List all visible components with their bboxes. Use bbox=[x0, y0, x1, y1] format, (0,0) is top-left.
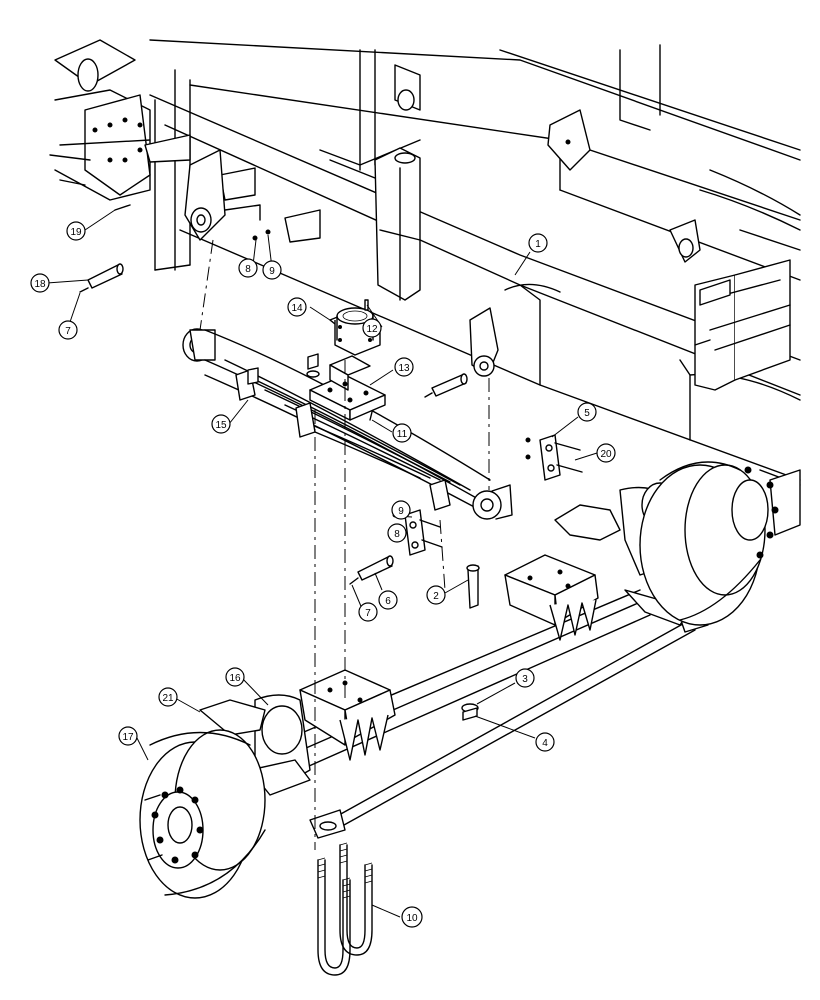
callout-17: 17 bbox=[118, 726, 138, 746]
callout-8-upper: 8 bbox=[238, 258, 258, 278]
callout-4: 4 bbox=[535, 732, 555, 752]
callout-2: 2 bbox=[426, 585, 446, 605]
callout-14: 14 bbox=[287, 297, 307, 317]
callout-13: 13 bbox=[394, 357, 414, 377]
callout-15-label: 15 bbox=[215, 420, 227, 431]
shackle-parts bbox=[79, 204, 583, 585]
callout-11: 11 bbox=[392, 423, 412, 443]
callout-19-label: 19 bbox=[70, 227, 82, 238]
callout-5-label: 5 bbox=[584, 408, 590, 419]
callout-16: 16 bbox=[225, 667, 245, 687]
trailer-frame bbox=[49, 39, 801, 536]
alignment-lines bbox=[199, 239, 490, 850]
u-bolts bbox=[317, 842, 373, 976]
callout-19: 19 bbox=[66, 221, 86, 241]
leaf-spring bbox=[182, 328, 513, 520]
callout-6-label: 6 bbox=[385, 596, 391, 607]
callout-20-label: 20 bbox=[600, 449, 612, 460]
callout-14-label: 14 bbox=[291, 303, 303, 314]
callout-5: 5 bbox=[577, 402, 597, 422]
callout-9-upper-label: 9 bbox=[269, 266, 275, 277]
callout-20: 20 bbox=[596, 443, 616, 463]
callout-8-lower: 8 bbox=[387, 523, 407, 543]
callout-8-upper-label: 8 bbox=[245, 264, 251, 275]
callout-3: 3 bbox=[515, 668, 535, 688]
callout-18: 18 bbox=[30, 273, 50, 293]
callout-21: 21 bbox=[158, 687, 178, 707]
callout-18-label: 18 bbox=[34, 279, 46, 290]
callout-1-label: 1 bbox=[535, 239, 541, 250]
callout-17-label: 17 bbox=[122, 732, 134, 743]
callout-12: 12 bbox=[362, 318, 382, 338]
callout-8-lower-label: 8 bbox=[394, 529, 400, 540]
callout-7-left: 7 bbox=[58, 320, 78, 340]
callout-1: 1 bbox=[528, 233, 548, 253]
equalizer-parts bbox=[306, 299, 468, 421]
callout-6: 6 bbox=[378, 590, 398, 610]
callout-7-center-label: 7 bbox=[365, 608, 371, 619]
callout-10: 10 bbox=[401, 906, 423, 928]
callout-12-label: 12 bbox=[366, 324, 378, 335]
callout-15: 15 bbox=[211, 414, 231, 434]
callout-9-upper: 9 bbox=[262, 260, 282, 280]
callout-4-label: 4 bbox=[542, 738, 548, 749]
callout-9-lower-label: 9 bbox=[398, 506, 404, 517]
callout-2-label: 2 bbox=[433, 591, 439, 602]
callout-7-center: 7 bbox=[358, 602, 378, 622]
callout-21-label: 21 bbox=[162, 693, 174, 704]
leader-lines bbox=[46, 209, 598, 918]
callout-11-label: 11 bbox=[397, 429, 408, 440]
callout-3-label: 3 bbox=[522, 674, 528, 685]
callout-7-left-label: 7 bbox=[65, 326, 71, 337]
callout-9-lower: 9 bbox=[391, 500, 411, 520]
callout-10-label: 10 bbox=[406, 913, 418, 924]
rear-spring-hanger bbox=[469, 307, 499, 377]
callout-13-label: 13 bbox=[398, 363, 410, 374]
callout-16-label: 16 bbox=[229, 673, 241, 684]
axle bbox=[139, 461, 779, 899]
